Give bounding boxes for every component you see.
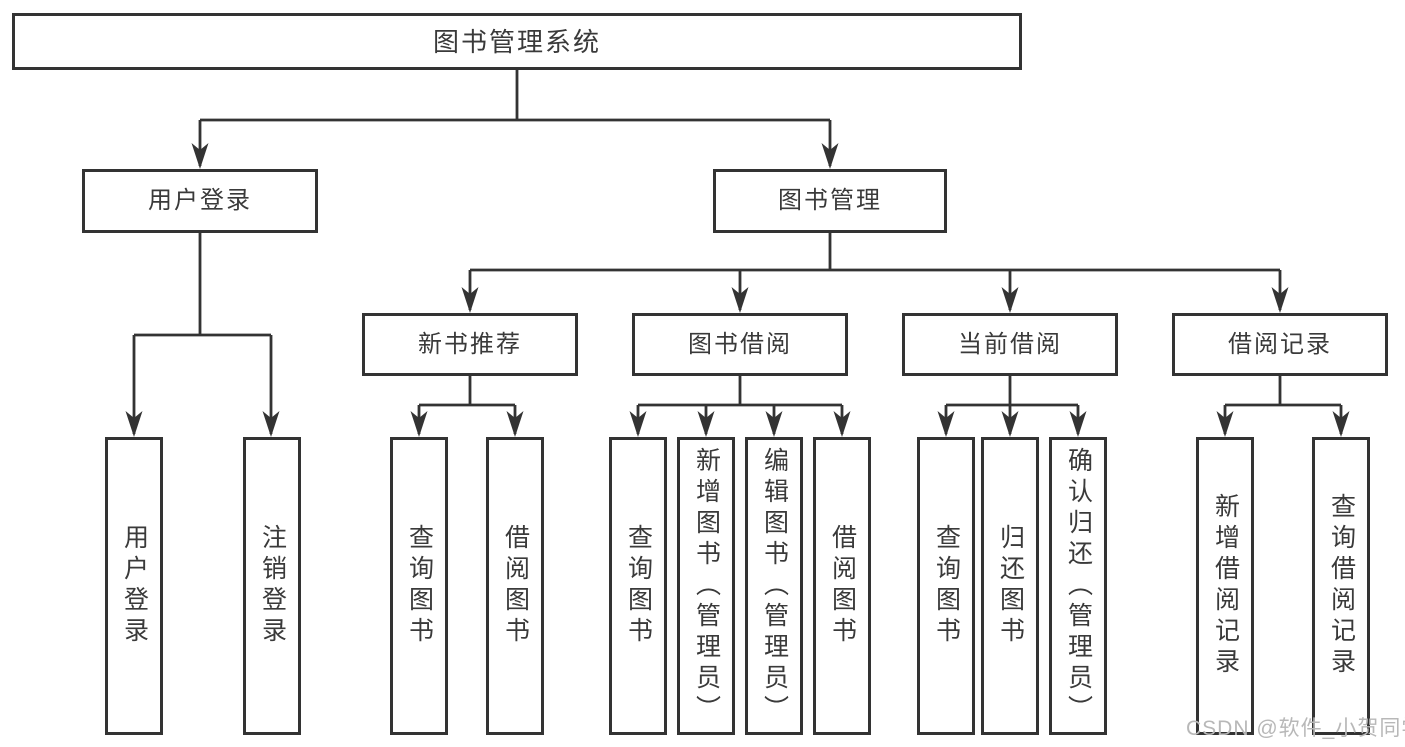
- node-label: 借阅记录: [1228, 330, 1332, 358]
- node-label: 用户登录: [120, 524, 149, 648]
- node-new-book-recommend: 新书推荐: [362, 313, 578, 376]
- node-label: 图书借阅: [688, 330, 792, 358]
- node-label: 查询图书: [932, 524, 961, 648]
- node-label: 归还图书: [996, 524, 1025, 648]
- connector-book-mgmt-to-level3: [468, 233, 1282, 310]
- node-label: 确认归还（管理员）: [1064, 446, 1093, 726]
- node-book-management: 图书管理: [713, 169, 947, 233]
- node-label: 编辑图书（管理员）: [760, 446, 789, 726]
- node-label: 借阅图书: [828, 524, 857, 648]
- node-borrow-books-borrowing: 借阅图书: [813, 437, 871, 735]
- node-label: 查询图书: [405, 524, 434, 648]
- node-label: 新增借阅记录: [1211, 493, 1240, 679]
- node-book-borrowing: 图书借阅: [632, 313, 848, 376]
- node-confirm-return-admin: 确认归还（管理员）: [1049, 437, 1107, 735]
- connector-root-to-level2: [198, 70, 832, 166]
- node-label: 新增图书（管理员）: [692, 446, 721, 726]
- node-user-login: 用户登录: [82, 169, 318, 233]
- connector-borrowing-children: [636, 376, 844, 434]
- node-label: 当前借阅: [958, 330, 1062, 358]
- node-label: 新书推荐: [418, 330, 522, 358]
- connector-user-login-children: [132, 233, 273, 434]
- node-borrowing-records: 借阅记录: [1172, 313, 1388, 376]
- node-query-books-borrowing: 查询图书: [609, 437, 667, 735]
- node-label: 图书管理系统: [432, 26, 601, 57]
- node-label: 注销登录: [258, 524, 287, 648]
- node-label: 借阅图书: [501, 524, 530, 648]
- node-library-management-system: 图书管理系统: [12, 13, 1022, 70]
- connector-records-children: [1223, 376, 1343, 434]
- node-label: 查询图书: [624, 524, 653, 648]
- node-query-books-recommend: 查询图书: [390, 437, 448, 735]
- connector-new-books-children: [417, 376, 517, 434]
- node-add-books-admin: 新增图书（管理员）: [677, 437, 735, 735]
- node-return-books: 归还图书: [981, 437, 1039, 735]
- node-label: 用户登录: [148, 187, 252, 214]
- watermark-text: CSDN @软件_小贺同学: [1186, 717, 1405, 740]
- node-current-borrowing: 当前借阅: [902, 313, 1118, 376]
- node-query-borrow-record: 查询借阅记录: [1312, 437, 1370, 735]
- node-query-books-current: 查询图书: [917, 437, 975, 735]
- node-edit-books-admin: 编辑图书（管理员）: [745, 437, 803, 735]
- node-label: 查询借阅记录: [1327, 493, 1356, 679]
- node-leaf-user-login: 用户登录: [105, 437, 163, 735]
- node-borrow-books-recommend: 借阅图书: [486, 437, 544, 735]
- node-add-borrow-record: 新增借阅记录: [1196, 437, 1254, 735]
- node-label: 图书管理: [778, 187, 882, 214]
- node-leaf-logout: 注销登录: [243, 437, 301, 735]
